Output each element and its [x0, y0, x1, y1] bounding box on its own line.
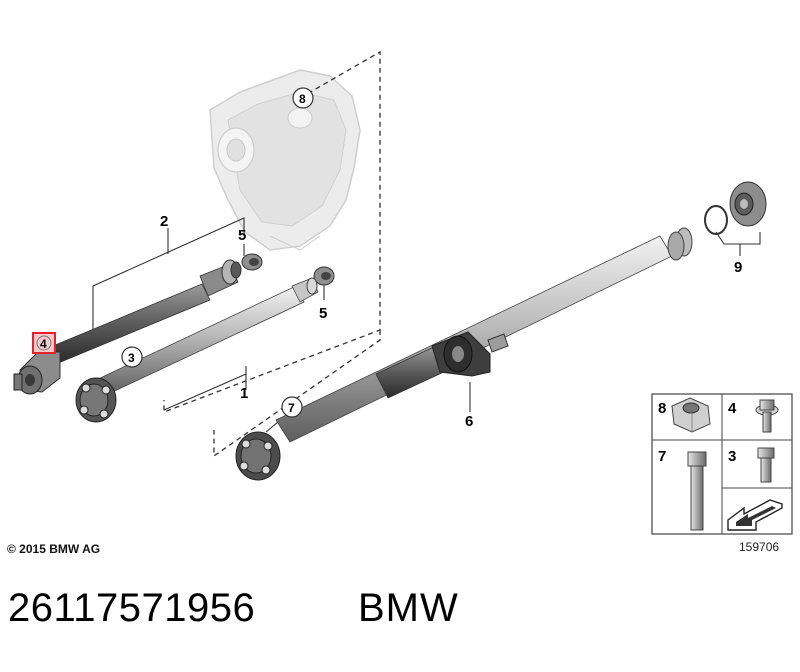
callout-3-circle: 3 — [121, 346, 143, 368]
transfer-case — [209, 69, 361, 251]
flange-bolt-icon — [755, 399, 779, 433]
long-bolt-icon — [687, 451, 707, 531]
callout-5-lower: 5 — [319, 305, 327, 322]
legend-number-3: 3 — [728, 448, 736, 465]
svg-text:7: 7 — [288, 401, 295, 415]
callout-8-circle: 8 — [292, 87, 314, 109]
copyright-notice: © 2015 BMW AG — [7, 542, 101, 556]
diagram-id: 159706 — [739, 540, 780, 554]
shaft-6 — [235, 227, 693, 481]
callout-5-upper: 5 — [238, 227, 246, 244]
parts-diagram: 2 5 5 1 6 9 8 3 7 4 8 4 — [13, 50, 793, 535]
svg-text:8: 8 — [299, 92, 306, 106]
flange-and-seal-ring — [704, 181, 767, 235]
callout-2: 2 — [160, 213, 168, 230]
center-bearing-lower — [313, 266, 335, 286]
hardware-legend: 8 4 7 3 — [651, 393, 793, 535]
callout-6: 6 — [465, 413, 473, 430]
svg-text:4: 4 — [40, 337, 47, 351]
short-bolt-icon — [757, 447, 775, 483]
callout-4-highlight: 4 — [32, 332, 56, 354]
callout-1: 1 — [240, 385, 248, 402]
callout-7-circle: 7 — [281, 396, 303, 418]
center-bearing-upper — [241, 253, 263, 271]
direction-arrow-icon — [727, 499, 783, 531]
callout-9: 9 — [734, 259, 742, 276]
legend-number-7: 7 — [658, 448, 666, 465]
brand-name: BMW — [358, 586, 459, 630]
part-number: 26117571956 — [8, 586, 256, 630]
svg-text:3: 3 — [128, 351, 135, 365]
legend-number-8: 8 — [658, 400, 666, 417]
shaft-2 — [13, 259, 242, 395]
nut-icon — [671, 397, 711, 433]
legend-number-4: 4 — [728, 400, 737, 417]
shaft-1 — [75, 277, 319, 423]
